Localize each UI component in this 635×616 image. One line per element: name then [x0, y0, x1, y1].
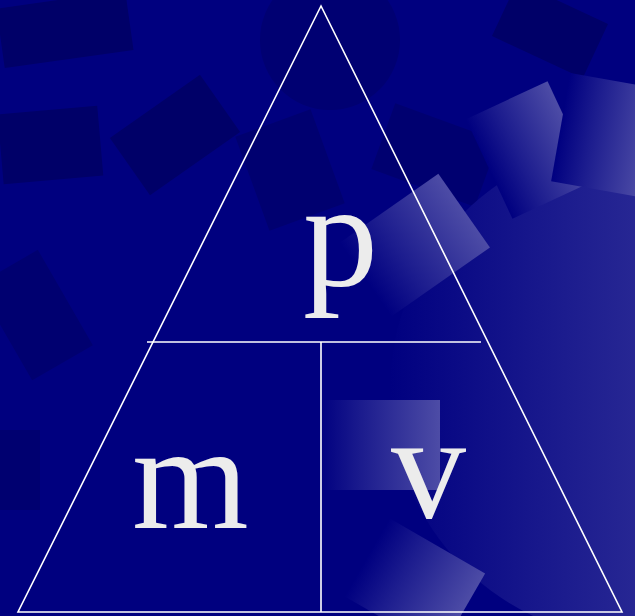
- momentum-cell: p: [303, 160, 378, 310]
- formula-triangle: [18, 6, 622, 612]
- formula-symbol: p: [303, 160, 378, 310]
- formula-symbol: v: [391, 392, 466, 542]
- formula-symbol: m: [132, 402, 249, 552]
- velocity-cell: v: [391, 392, 466, 542]
- light-gear: [320, 73, 635, 616]
- mass-cell: m: [132, 402, 249, 552]
